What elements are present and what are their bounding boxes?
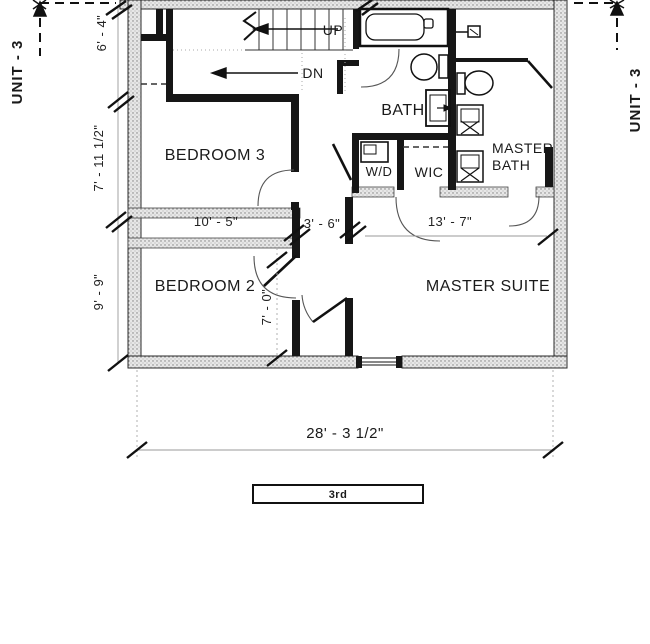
closet-rod-lines <box>141 83 448 148</box>
interior-hatched-walls <box>127 186 555 249</box>
master-suite-label: MASTER SUITE <box>426 278 550 295</box>
door-swing-arcs <box>253 48 540 323</box>
dimension-ticks <box>105 0 564 459</box>
dim-bedroom3-width: 10' - 5" <box>194 214 238 229</box>
floor-tag: 3rd <box>252 484 424 504</box>
bath-sink-vanity <box>425 89 453 127</box>
dimension-lines <box>117 5 555 457</box>
window-symbol <box>362 357 396 366</box>
bedroom3-label: BEDROOM 3 <box>165 147 266 164</box>
washer-dryer-label: W/D <box>366 164 393 179</box>
washer-dryer-unit <box>360 141 389 163</box>
unit-boundary-arrows <box>32 0 625 17</box>
wic-label: WIC <box>415 164 444 180</box>
unit-label-right: UNIT - 3 <box>627 68 644 133</box>
master-bath-label-line1: MASTER <box>492 140 553 156</box>
dim-top-left-height: 6' - 4" <box>94 15 109 52</box>
master-bath-sink-2 <box>456 150 484 183</box>
floor-tag-label: 3rd <box>329 489 348 501</box>
dim-hall-width: 3' - 6" <box>304 216 341 231</box>
dim-master-width: 13' - 7" <box>428 214 472 229</box>
master-bath-sink-1 <box>456 104 484 136</box>
dim-bedroom3-height: 7' - 11 1/2" <box>91 124 106 191</box>
stairs-up-label: UP <box>323 22 343 38</box>
bath-toilet <box>410 53 449 81</box>
dim-overall-width: 28' - 3 1/2" <box>306 425 384 442</box>
interior-walls <box>141 9 553 368</box>
unit-label-left: UNIT - 3 <box>9 40 26 105</box>
master-bath-toilet <box>456 70 494 96</box>
door-leaves <box>263 143 353 324</box>
bathtub <box>358 7 450 48</box>
stair-direction-arrows <box>209 23 338 79</box>
master-bath-label-line2: BATH <box>492 157 530 173</box>
bedroom2-label: BEDROOM 2 <box>155 278 256 295</box>
exterior-walls <box>119 0 568 369</box>
dim-bedroom2-height: 9' - 9" <box>91 274 106 311</box>
dim-hall-height: 7' - 0" <box>259 289 274 326</box>
stairs-down-label: DN <box>302 65 323 81</box>
shower <box>456 25 553 89</box>
bath-label: BATH <box>381 102 424 119</box>
